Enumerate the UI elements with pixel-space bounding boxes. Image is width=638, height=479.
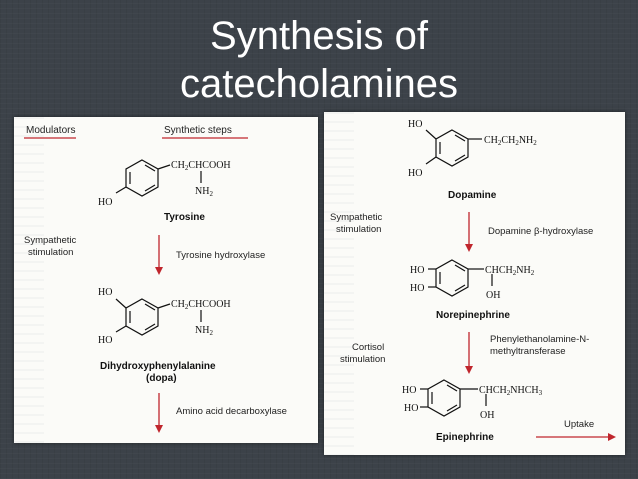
norepinephrine-structure	[428, 259, 493, 297]
enzyme-pnmt-line-1: Phenylethanolamine-N-	[490, 334, 589, 345]
dopa-label-line-2: (dopa)	[146, 373, 177, 384]
norepinephrine-chain: CHCH2NH2	[485, 265, 535, 277]
enzyme-amino-acid-decarboxylase: Amino acid decarboxylase	[176, 406, 287, 417]
sympathetic-label-2: stimulation	[336, 224, 381, 235]
slide-title: Synthesis of catecholamines	[0, 12, 638, 108]
epinephrine-chain: CHCH2NHCH3	[479, 385, 543, 397]
epinephrine-label: Epinephrine	[436, 432, 494, 443]
dopa-structure	[115, 298, 202, 336]
scan-texture	[324, 112, 354, 455]
dopa-label-line-1: Dihydroxyphenylalanine	[100, 361, 216, 372]
cortisol-label-2: stimulation	[340, 354, 385, 365]
dopa-amine: NH2	[195, 325, 213, 337]
tyrosine-structure	[115, 159, 202, 197]
tyrosine-chain: CH2CHCOOH	[171, 160, 231, 172]
sympathetic-label-2: stimulation	[28, 247, 73, 258]
epinephrine-oh: OH	[480, 410, 494, 421]
header-modulators: Modulators	[26, 125, 75, 136]
arrow-right-icon	[536, 433, 616, 441]
tyrosine-label: Tyrosine	[164, 212, 205, 223]
slide-title-line-1: Synthesis of	[210, 14, 428, 58]
arrow-down-icon	[155, 235, 163, 275]
uptake-label: Uptake	[564, 419, 594, 430]
norepinephrine-label: Norepinephrine	[436, 310, 510, 321]
dopa-ho-bottom: HO	[98, 335, 112, 346]
slide-title-line-2: catecholamines	[180, 62, 458, 106]
dopamine-chain: CH2CH2NH2	[484, 135, 537, 147]
sympathetic-label-1: Sympathetic	[330, 212, 383, 223]
enzyme-pnmt-line-2: methyltransferase	[490, 346, 566, 357]
norepinephrine-ho-bottom: HO	[410, 283, 424, 294]
arrow-down-icon	[155, 393, 163, 433]
norepinephrine-ho-top: HO	[410, 265, 424, 276]
norepinephrine-oh: OH	[486, 290, 500, 301]
arrow-down-icon	[465, 332, 473, 374]
dopamine-label: Dopamine	[448, 190, 497, 201]
dopamine-structure	[425, 129, 482, 167]
tyrosine-amine: NH2	[195, 186, 213, 198]
right-scan-panel: HO CH2CH2NH2 HO Dopamine Sympathetic sti…	[324, 112, 625, 455]
sympathetic-label-1: Sympathetic	[24, 235, 77, 246]
left-pathway-diagram: Modulators Synthetic steps CH2CHCOOH NH2…	[24, 125, 287, 433]
dopa-ho-top: HO	[98, 287, 112, 298]
header-synthetic-steps: Synthetic steps	[164, 125, 232, 136]
enzyme-dopamine-beta-hydroxylase: Dopamine β-hydroxylase	[488, 226, 593, 237]
right-pathway-diagram: HO CH2CH2NH2 HO Dopamine Sympathetic sti…	[330, 119, 616, 443]
epinephrine-ho-top: HO	[402, 385, 416, 396]
epinephrine-ho-bottom: HO	[404, 403, 418, 414]
enzyme-tyrosine-hydroxylase: Tyrosine hydroxylase	[176, 250, 265, 261]
tyrosine-ho: HO	[98, 197, 112, 208]
epinephrine-structure	[420, 379, 487, 417]
dopa-chain: CH2CHCOOH	[171, 299, 231, 311]
dopamine-ho-bottom: HO	[408, 168, 422, 179]
scan-texture	[14, 117, 44, 443]
dopamine-ho-top: HO	[408, 119, 422, 130]
left-scan-panel: Modulators Synthetic steps CH2CHCOOH NH2…	[14, 117, 318, 443]
cortisol-label-1: Cortisol	[352, 342, 384, 353]
arrow-down-icon	[465, 212, 473, 252]
